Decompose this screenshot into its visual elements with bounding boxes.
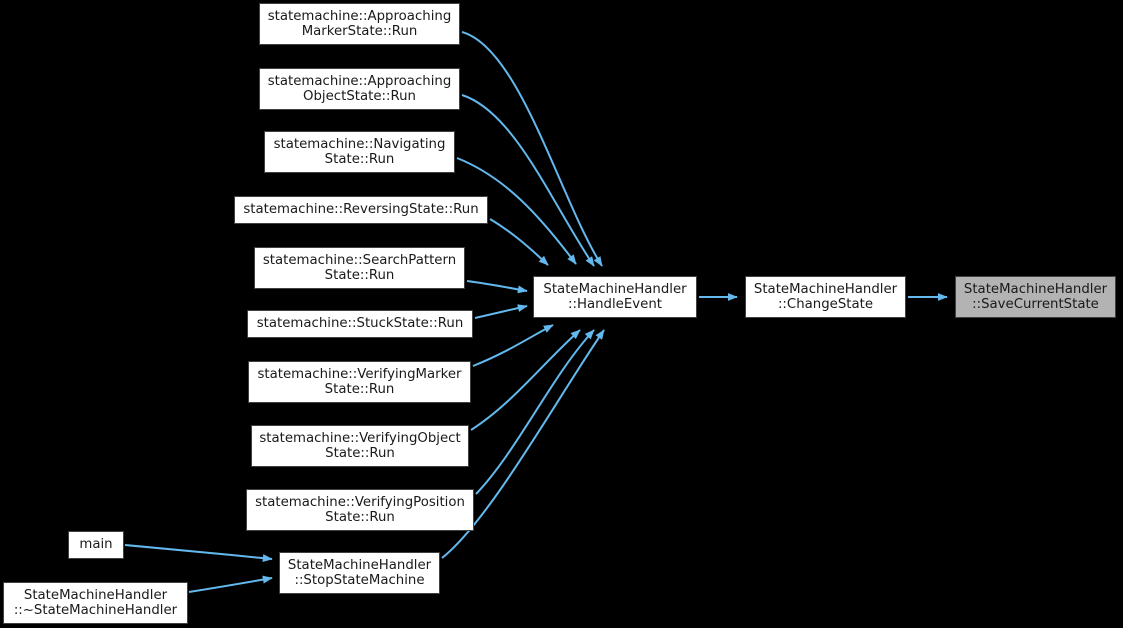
graph-node-main[interactable]: main: [68, 531, 124, 559]
edge-main-to-stop_state_machine: [124, 544, 273, 563]
edge-approaching_marker-to-handle_event: [461, 31, 603, 267]
graph-node-search_pattern[interactable]: statemachine::SearchPattern State::Run: [254, 247, 465, 289]
edge-stuck-to-handle_event: [474, 304, 528, 319]
graph-node-approaching_object[interactable]: statemachine::Approaching ObjectState::R…: [259, 68, 460, 110]
edge-destructor-to-stop_state_machine: [188, 575, 273, 593]
edge-reversing-to-handle_event: [489, 218, 549, 266]
graph-node-handle_event[interactable]: StateMachineHandler ::HandleEvent: [533, 276, 697, 318]
graph-node-save_current_state[interactable]: StateMachineHandler ::SaveCurrentState: [955, 276, 1116, 318]
edge-approaching_object-to-handle_event: [461, 94, 595, 267]
edge-verifying_object-to-handle_event: [470, 329, 581, 431]
edge-verifying_position-to-handle_event: [475, 329, 595, 495]
graph-node-destructor[interactable]: StateMachineHandler ::~StateMachineHandl…: [3, 582, 188, 624]
graph-node-verifying_object[interactable]: statemachine::VerifyingObject State::Run: [251, 425, 469, 467]
edge-verifying_marker-to-handle_event: [472, 324, 554, 367]
graph-node-verifying_marker[interactable]: statemachine::VerifyingMarker State::Run: [248, 361, 471, 403]
graph-node-navigating[interactable]: statemachine::Navigating State::Run: [264, 131, 455, 173]
graph-node-change_state[interactable]: StateMachineHandler ::ChangeState: [745, 276, 906, 318]
graph-node-reversing[interactable]: statemachine::ReversingState::Run: [234, 196, 488, 224]
graph-node-stuck[interactable]: statemachine::StuckState::Run: [247, 310, 473, 338]
graph-node-stop_state_machine[interactable]: StateMachineHandler ::StopStateMachine: [279, 552, 440, 594]
edge-search_pattern-to-handle_event: [466, 280, 528, 294]
graph-node-approaching_marker[interactable]: statemachine::Approaching MarkerState::R…: [259, 3, 460, 45]
graph-node-verifying_position[interactable]: statemachine::VerifyingPosition State::R…: [246, 489, 474, 531]
